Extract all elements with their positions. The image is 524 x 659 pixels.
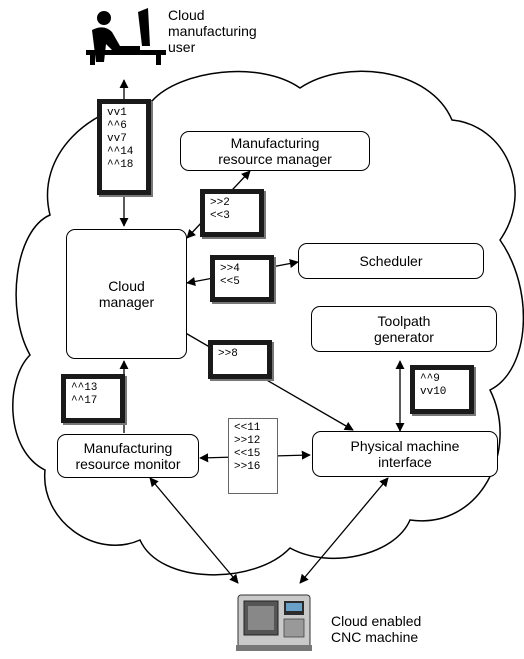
arrow-monitor-machine [149, 477, 239, 584]
resource-monitor-box: Manufacturing resource monitor [57, 434, 199, 478]
physical-interface-box: Physical machine interface [312, 431, 498, 477]
toolpath-generator-box: Toolpath generator [311, 306, 497, 352]
resource-manager-box: Manufacturing resource manager [180, 131, 370, 171]
message-tag-user-cloud: vv1 ^^6 vv7 ^^14 ^^18 [97, 99, 151, 195]
message-tag-monitor-interface: <<11 >>12 <<15 >>16 [228, 418, 278, 494]
user-label: Cloud manufacturing user [168, 7, 257, 55]
message-tag-toolpath-interface: ^^9 vv10 [410, 365, 474, 414]
message-tag-manager-interface: >>8 [208, 340, 272, 379]
computer-user-icon [86, 8, 166, 65]
message-tag-monitor-manager: ^^13 ^^17 [61, 374, 125, 423]
cloud-manager-box: Cloud manager [66, 229, 187, 359]
machine-label: Cloud enabled CNC machine [331, 613, 422, 645]
message-tag-manager-rm: >>2 <<3 [200, 189, 264, 237]
scheduler-box: Scheduler [298, 243, 484, 279]
arrow-interface-machine [299, 477, 389, 584]
cnc-machine-icon [236, 594, 312, 651]
message-tag-manager-scheduler: >>4 <<5 [210, 255, 274, 302]
